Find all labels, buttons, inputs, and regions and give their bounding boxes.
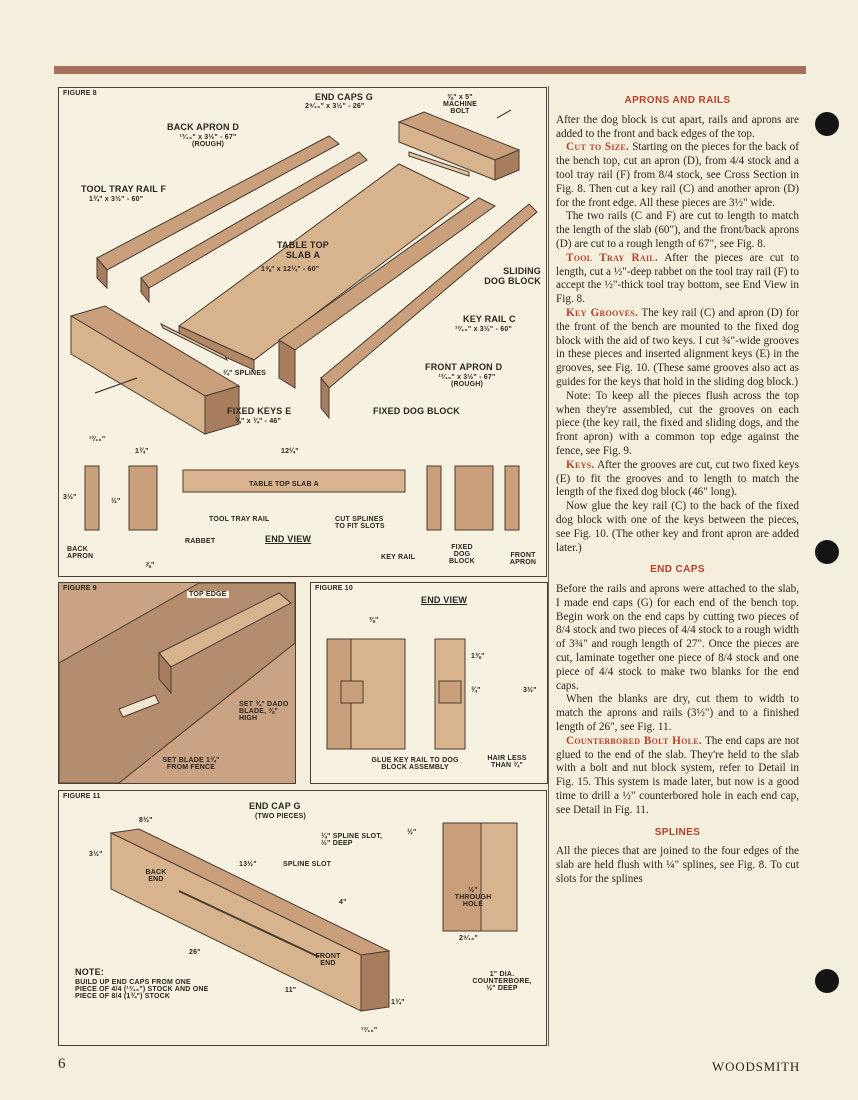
header-rule xyxy=(54,66,806,74)
label-back-end: BACK END xyxy=(145,869,167,883)
dim-8-1-2: 8½" xyxy=(139,817,153,824)
dim-1-2-11: ½" xyxy=(407,829,417,836)
label-fixed-keys-dim: ¾" x ¾" - 46" xyxy=(235,418,282,425)
paragraph: Before the rails and aprons were attache… xyxy=(556,583,799,692)
paragraph: The two rails (C and F) are cut to lengt… xyxy=(556,210,799,250)
paragraph: Key Grooves. The key rail (C) and apron … xyxy=(556,306,799,388)
heading-aprons: APRONS AND RAILS xyxy=(624,95,731,106)
figure-10: FIGURE 10 END VIEW ⅜" 1⅜" ¾" 3½" GLUE KE… xyxy=(310,582,548,784)
label-key-rail: KEY RAIL C xyxy=(463,314,516,324)
binder-hole xyxy=(815,969,839,993)
dim-13-16-11: ¹³⁄₁₆" xyxy=(361,1027,378,1034)
paragraph: Now glue the key rail (C) to the back of… xyxy=(556,500,799,554)
label-top-edge: TOP EDGE xyxy=(187,591,229,598)
figure-8: FIGURE 8 xyxy=(58,87,547,577)
label-note-title: NOTE: xyxy=(75,967,104,977)
figure-11: FIGURE 11 END CAP G (TWO PIECES) ¼" SPLI… xyxy=(58,790,547,1046)
label-glue: GLUE KEY RAIL TO DOG BLOCK ASSEMBLY xyxy=(371,757,459,771)
paragraph: All the pieces that are joined to the fo… xyxy=(556,845,799,886)
label-bolt: ⅜" x 5" MACHINE BOLT xyxy=(442,94,478,115)
dim-7-8: ⅞" xyxy=(145,562,155,569)
label-tool-tray: TOOL TRAY RAIL xyxy=(209,516,270,523)
dim-13-16: ¹³⁄₁₆" xyxy=(89,436,106,443)
label-end-caps: END CAPS G xyxy=(315,92,374,102)
label-end-view: END VIEW xyxy=(265,534,312,544)
article-text: APRONS AND RAILS After the dog block is … xyxy=(556,86,799,1044)
dim-3-1-2: 3½" xyxy=(63,494,77,501)
label-spline-slot: SPLINE SLOT xyxy=(283,861,332,868)
figure-8-drawing xyxy=(69,109,538,531)
label-end-cap: END CAP G xyxy=(249,801,301,811)
dim-13-1-2: 13½" xyxy=(239,861,257,868)
label-table-top-dim: 1⅝" x 12¼" - 60" xyxy=(261,266,320,273)
dim-3-1-2-10: 3½" xyxy=(523,687,537,694)
label-rabbet: RABBET xyxy=(185,538,216,545)
column-rule xyxy=(548,86,549,1046)
dim-26: 26" xyxy=(189,949,201,956)
dim-1-2: ½" xyxy=(111,498,121,505)
paragraph: After the dog block is cut apart, rails … xyxy=(556,113,799,140)
dim-3-8: ⅜" xyxy=(369,617,379,624)
figure-9: FIGURE 9 TOP EDGE SET ¾" DADO BLADE, ⅜" … xyxy=(58,582,296,784)
dim-12-1-4: 12¼" xyxy=(281,448,299,455)
binder-hole xyxy=(815,112,839,136)
label-end-view-10: END VIEW xyxy=(421,595,468,605)
label-fixed-dog-end: FIXED DOG BLOCK xyxy=(449,544,475,565)
label-end-caps-dim: 2⁹⁄₁₆" x 3½" - 26" xyxy=(305,103,365,110)
label-table-top: TABLE TOP SLAB A xyxy=(277,240,329,260)
page-number: 6 xyxy=(58,1056,66,1072)
label-back-apron-end: BACK APRON xyxy=(67,546,94,560)
dim-11: 11" xyxy=(285,987,297,994)
paragraph: When the blanks are dry, cut them to wid… xyxy=(556,693,799,734)
dim-3-1-2-11: 3½" xyxy=(89,851,103,858)
heading-splines: SPLINES xyxy=(654,826,701,838)
label-back-apron-dim: ¹³⁄₁₆" x 3½" - 67" (ROUGH) xyxy=(179,134,237,148)
paragraph: Counterbored Bolt Hole. The end caps are… xyxy=(556,734,799,816)
figure-9-drawing xyxy=(59,583,295,783)
label-fence: SET BLADE 1¾" FROM FENCE xyxy=(151,757,231,771)
dim-1-3-8: 1⅜" xyxy=(471,653,485,660)
label-tool-tray-rail: TOOL TRAY RAIL F xyxy=(81,184,167,194)
label-two-pieces: (TWO PIECES) xyxy=(255,813,307,820)
label-tool-tray-dim: 1¾" x 3½" - 60" xyxy=(89,196,144,203)
magazine-name: WOODSMITH xyxy=(712,1059,801,1074)
label-hair: HAIR LESS THAN ¾" xyxy=(487,755,527,769)
label-spline-slot-top: ¼" SPLINE SLOT, ½" DEEP xyxy=(321,833,383,847)
dim-2-9-16: 2⁹⁄₁₆" xyxy=(459,935,478,942)
dim-1-3-4-11: 1¾" xyxy=(391,999,405,1006)
dim-1-3-4: 1¾" xyxy=(135,448,149,455)
label-front-apron: FRONT APRON D xyxy=(425,362,503,372)
label-tt-slab: TABLE TOP SLAB A xyxy=(249,481,319,488)
figure-8-title: FIGURE 8 xyxy=(63,90,97,97)
label-front-apron-end: FRONT APRON xyxy=(509,552,537,566)
label-set-blade: SET ¾" DADO BLADE, ⅜" HIGH xyxy=(239,701,289,722)
figure-10-drawing xyxy=(326,638,466,750)
figure-11-drawing xyxy=(109,822,518,1012)
label-front-apron-dim: ¹³⁄₁₆" x 3½" - 67" (ROUGH) xyxy=(438,374,496,388)
paragraph: Note: To keep all the pieces flush acros… xyxy=(556,389,799,457)
dim-3-4: ¾" xyxy=(471,687,481,694)
label-front-end: FRONT END xyxy=(315,953,341,967)
paragraph: Cut to Size. Starting on the pieces for … xyxy=(556,141,799,209)
figure-10-title: FIGURE 10 xyxy=(315,585,353,592)
binder-hole xyxy=(815,540,839,564)
label-key-rail-dim: ¹³⁄₁₆" x 3½" - 60" xyxy=(455,326,512,333)
label-note: BUILD UP END CAPS FROM ONE PIECE OF 4/4 … xyxy=(75,979,209,1000)
label-counterbore: 1" DIA. COUNTERBORE, ½" DEEP xyxy=(472,971,532,992)
label-fixed-keys: FIXED KEYS E xyxy=(227,406,292,416)
figure-11-title: FIGURE 11 xyxy=(63,793,101,800)
heading-end-caps: END CAPS xyxy=(650,564,705,576)
label-key-rail-end: KEY RAIL xyxy=(381,554,416,561)
label-through-hole: ½" THROUGH HOLE xyxy=(454,887,492,908)
label-sliding-dog: SLIDING DOG BLOCK xyxy=(484,266,541,286)
figure-9-title: FIGURE 9 xyxy=(63,585,97,592)
label-back-apron: BACK APRON D xyxy=(167,122,240,132)
paragraph: Tool Tray Rail. After the pieces are cut… xyxy=(556,251,799,306)
dim-4: 4" xyxy=(339,899,347,906)
label-fixed-dog: FIXED DOG BLOCK xyxy=(373,406,461,416)
label-cut-splines: CUT SPLINES TO FIT SLOTS xyxy=(335,516,385,530)
paragraph: Keys. After the grooves are cut, cut two… xyxy=(556,458,799,499)
label-splines: ¼" SPLINES xyxy=(223,370,267,377)
